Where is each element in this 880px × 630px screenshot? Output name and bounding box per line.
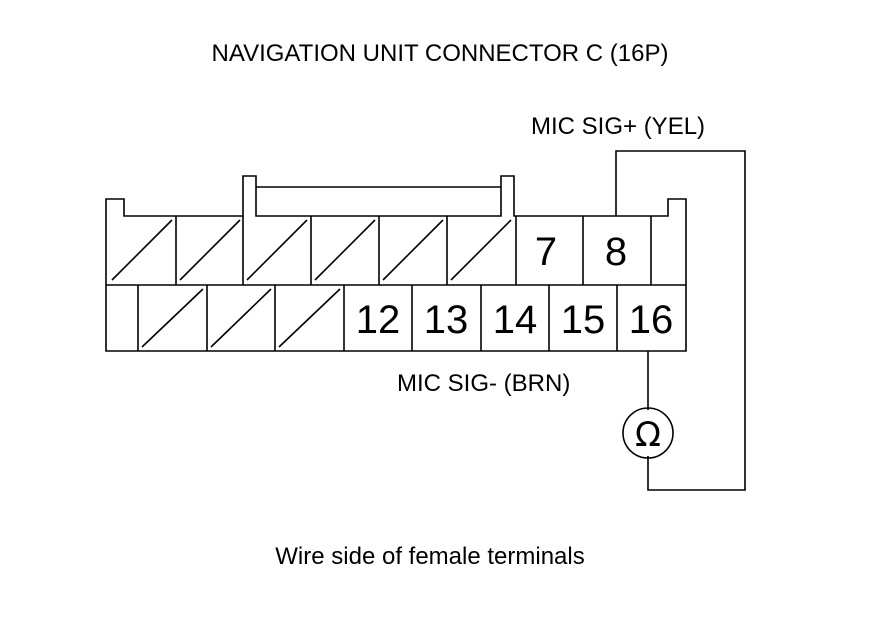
pin-14: 14 — [493, 298, 538, 342]
ohmmeter-icon: Ω — [635, 415, 661, 455]
diagram-caption: Wire side of female terminals — [275, 543, 585, 570]
empty-cavity-marks-bottom — [141, 288, 341, 348]
empty-cavity-marks-top — [111, 219, 512, 281]
pin-16: 16 — [629, 298, 674, 342]
wire-mic-sig-plus — [615, 150, 746, 491]
pin-15: 15 — [561, 298, 606, 342]
mic-sig-plus-label: MIC SIG+ (YEL) — [531, 113, 706, 140]
pin-8: 8 — [605, 230, 627, 274]
mic-sig-minus-label: MIC SIG- (BRN) — [397, 370, 571, 397]
pin-7: 7 — [535, 230, 557, 274]
pin-13: 13 — [424, 298, 469, 342]
pin-12: 12 — [356, 298, 401, 342]
bottom-row-dividers — [137, 285, 618, 351]
connector-outline — [105, 175, 687, 352]
ohmmeter-circle — [622, 407, 674, 459]
top-row-dividers — [175, 216, 652, 285]
diagram-title: NAVIGATION UNIT CONNECTOR C (16P) — [211, 40, 669, 67]
